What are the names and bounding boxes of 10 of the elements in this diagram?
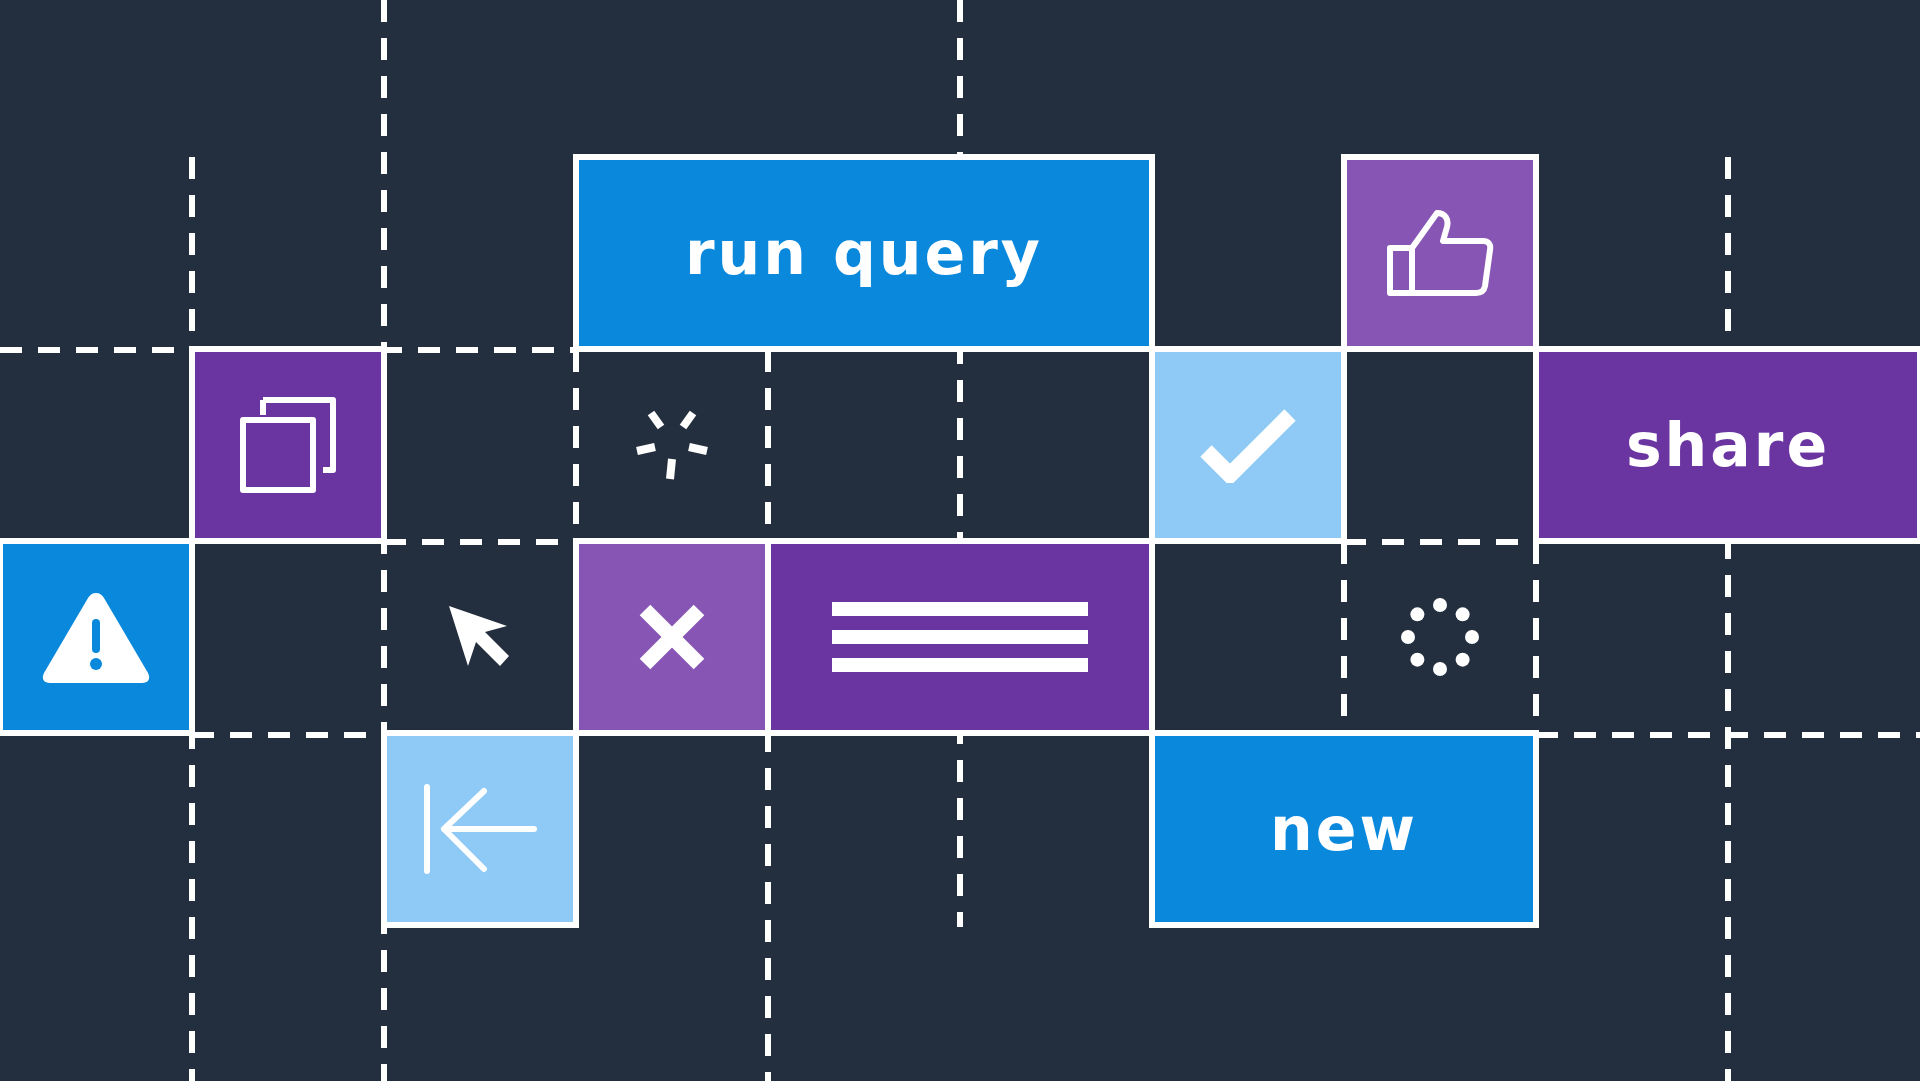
icon-tile: [381, 730, 579, 928]
icon-tile: [0, 538, 195, 736]
icon-tile: [1341, 154, 1539, 352]
label-tile: [573, 154, 1155, 352]
icon-tile: [1149, 346, 1347, 544]
tile-label: new: [1270, 799, 1418, 859]
label-tile: [1149, 730, 1539, 928]
icon-tile: [189, 346, 387, 544]
label-tile: [1533, 346, 1920, 544]
tile-label: share: [1625, 415, 1831, 475]
